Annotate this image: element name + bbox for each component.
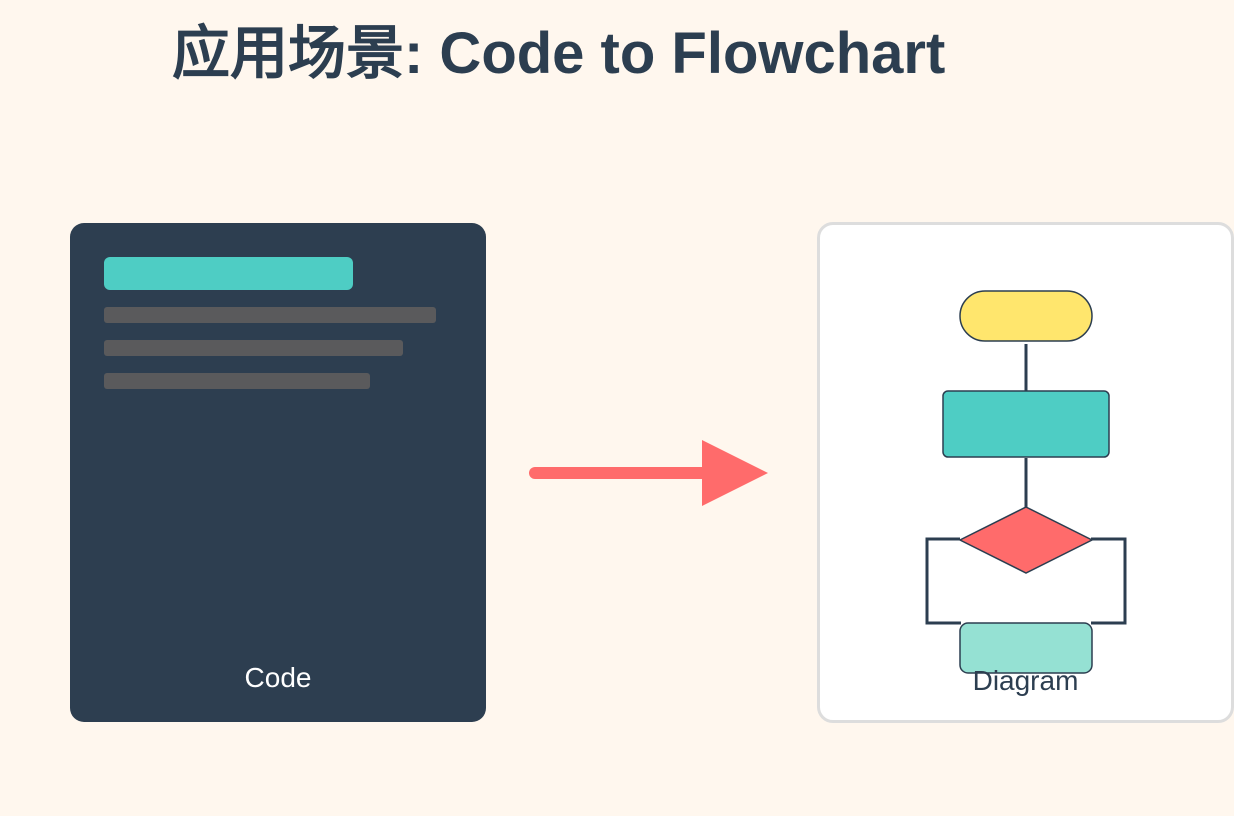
flow-process-node: [942, 390, 1110, 458]
diagram-card: Diagram: [817, 222, 1234, 723]
flow-end-node: [959, 622, 1093, 674]
code-line: [104, 373, 370, 389]
flow-decision-node: [958, 506, 1094, 574]
code-line: [104, 307, 436, 323]
page-title: 应用场景: Code to Flowchart: [172, 21, 946, 86]
code-card: Code: [70, 223, 486, 722]
code-label: Code: [244, 662, 312, 693]
right-arrow-icon: [529, 440, 768, 506]
code-line: [104, 340, 403, 356]
flow-loop-right: [1091, 537, 1127, 625]
flow-loop-left: [925, 537, 961, 625]
arrow-head: [702, 440, 768, 506]
flowchart-icon: [925, 290, 1127, 674]
code-header-bar: [104, 257, 353, 290]
diagram-label: Diagram: [972, 665, 1079, 696]
flow-start-node: [959, 290, 1093, 342]
